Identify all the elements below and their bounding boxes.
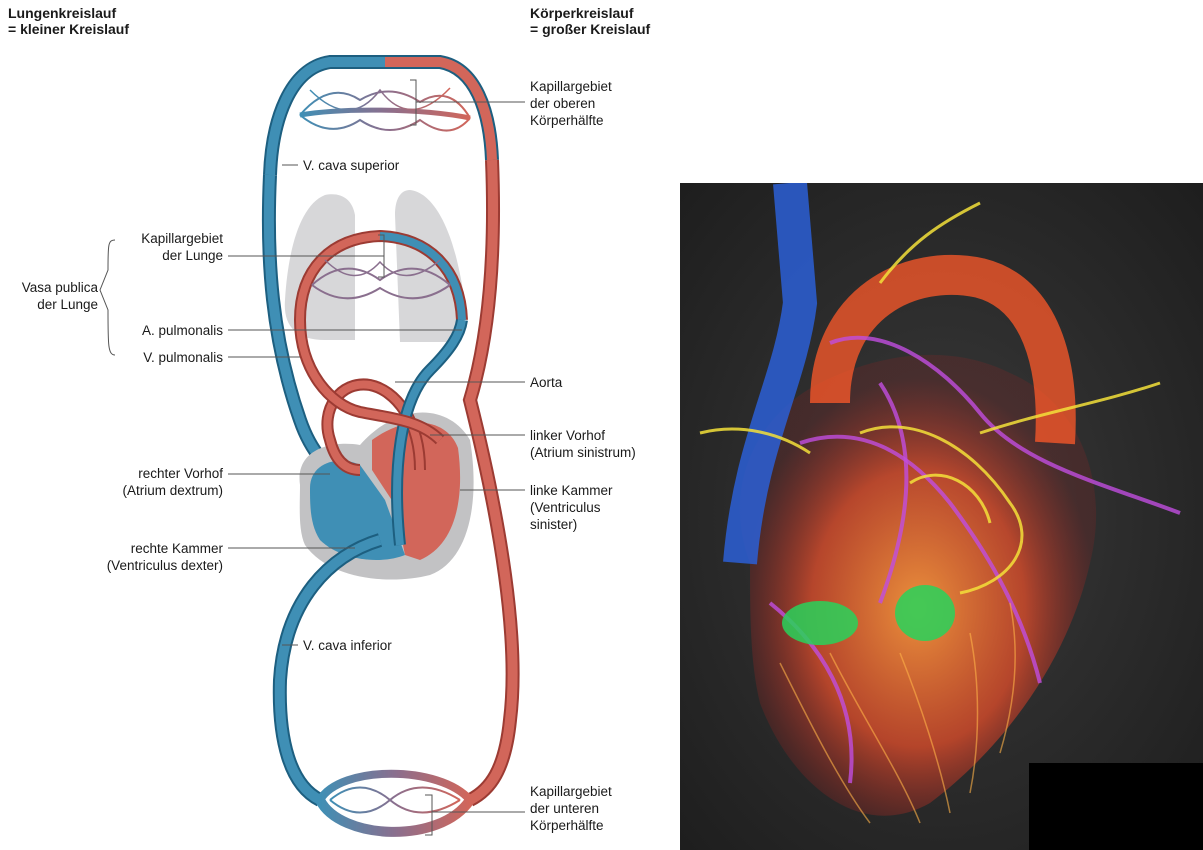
label-vasa-publica: Vasa publica der Lunge (0, 279, 98, 313)
vena-cava-inferior (280, 540, 380, 800)
label-left-ventricle-2: (Ventriculus (530, 499, 613, 516)
photo-valve-right (895, 585, 955, 641)
label-lower-capillary-3: Körperhälfte (530, 817, 612, 834)
label-left-ventricle-1: linke Kammer (530, 482, 613, 499)
label-left-ventricle-3: sinister) (530, 516, 613, 533)
right-lung (395, 190, 465, 342)
label-lung-capillary: Kapillargebiet der Lunge (108, 230, 223, 264)
label-v-pulmonalis: V. pulmonalis (108, 349, 223, 366)
label-left-atrium-2: (Atrium sinistrum) (530, 444, 636, 461)
lower-capillary-bed (320, 774, 470, 832)
label-left-ventricle: linke Kammer (Ventriculus sinister) (530, 482, 613, 533)
label-aorta: Aorta (530, 374, 562, 391)
label-vasa-publica-2: der Lunge (0, 296, 98, 313)
label-right-atrium: rechter Vorhof (Atrium dextrum) (40, 465, 223, 499)
label-right-ventricle: rechte Kammer (Ventriculus dexter) (40, 540, 223, 574)
label-left-atrium: linker Vorhof (Atrium sinistrum) (530, 427, 636, 461)
heart-vasculature-image (680, 183, 1203, 850)
label-lower-capillary-2: der unteren (530, 800, 612, 817)
label-right-atrium-2: (Atrium dextrum) (40, 482, 223, 499)
label-upper-capillary-1: Kapillargebiet (530, 78, 612, 95)
label-right-ventricle-2: (Ventriculus dexter) (40, 557, 223, 574)
label-v-cava-superior: V. cava superior (303, 157, 399, 174)
label-right-atrium-1: rechter Vorhof (40, 465, 223, 482)
label-lung-capillary-1: Kapillargebiet (108, 230, 223, 247)
label-right-ventricle-1: rechte Kammer (40, 540, 223, 557)
label-upper-capillary: Kapillargebiet der oberen Körperhälfte (530, 78, 612, 129)
label-vasa-publica-1: Vasa publica (0, 279, 98, 296)
label-lower-capillary: Kapillargebiet der unteren Körperhälfte (530, 783, 612, 834)
photo-black-box (1029, 763, 1203, 850)
label-lower-capillary-1: Kapillargebiet (530, 783, 612, 800)
photo-valve-left (782, 601, 858, 645)
label-lung-capillary-2: der Lunge (108, 247, 223, 264)
label-v-cava-inferior: V. cava inferior (303, 637, 392, 654)
label-upper-capillary-3: Körperhälfte (530, 112, 612, 129)
label-a-pulmonalis: A. pulmonalis (108, 322, 223, 339)
label-left-atrium-1: linker Vorhof (530, 427, 636, 444)
label-upper-capillary-2: der oberen (530, 95, 612, 112)
